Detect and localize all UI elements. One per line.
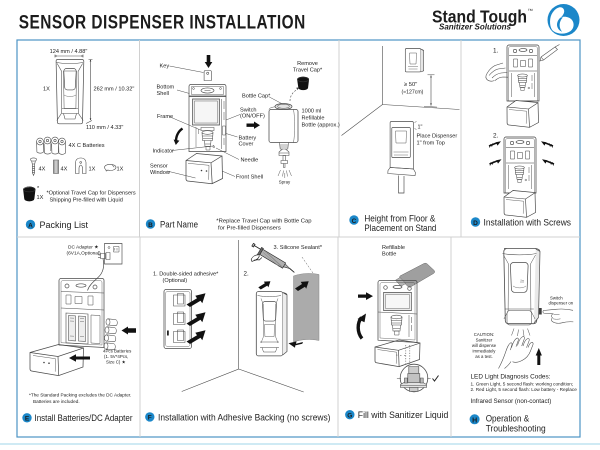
svg-text:(ON/OFF): (ON/OFF) [240,114,265,120]
svg-text:Bottle Cap*: Bottle Cap* [242,94,271,100]
svg-text:will dispense: will dispense [472,343,497,348]
svg-text:Indicator: Indicator [153,149,175,155]
svg-text:CAUTION:: CAUTION: [474,332,495,337]
svg-text:Shipping Pre-filled with Liqui: Shipping Pre-filled with Liquid [50,198,123,204]
svg-text:Window: Window [150,170,171,176]
svg-text:G: G [347,413,352,420]
svg-text:*The Standard Packing excludes: *The Standard Packing excludes the DC Ad… [29,393,131,398]
svg-text:Packing List: Packing List [40,220,89,230]
svg-text:(6V1A,Optional): (6V1A,Optional) [67,251,102,257]
svg-text:as a test.: as a test. [475,354,492,359]
svg-text:Part Name: Part Name [160,219,198,229]
svg-text:1X: 1X [37,195,44,201]
svg-text:1": 1" [418,125,423,131]
svg-text:1.: 1. [493,48,499,55]
svg-text:Install Batteries/DC Adapter: Install Batteries/DC Adapter [35,413,133,423]
svg-text:D: D [473,220,478,227]
svg-text:Bottom: Bottom [157,85,175,91]
svg-text:*Optional Travel Cap for Dispe: *Optional Travel Cap for Dispensers [47,191,136,197]
svg-text:Stand Tough: Stand Tough [432,7,527,27]
svg-text:Troubleshooting: Troubleshooting [486,424,546,434]
svg-text:262 mm / 10.32": 262 mm / 10.32" [94,87,135,93]
svg-text:3. Silicone Sealant*: 3. Silicone Sealant* [274,245,323,251]
svg-text:E: E [25,416,30,423]
svg-text:Size C) ★: Size C) ★ [106,360,126,365]
svg-text:H: H [472,417,477,424]
svg-text:1. Green Light, 5 second flash: 1. Green Light, 5 second flash: working … [471,382,574,387]
svg-text:C: C [352,218,357,225]
svg-text:Bottle (approx.): Bottle (approx.) [302,123,340,129]
svg-text:Needle: Needle [241,158,259,164]
svg-text:4X C Batteries: 4X C Batteries [69,143,105,149]
svg-text:for Pre-filled Dispensers: for Pre-filled Dispensers [218,226,281,232]
svg-text:(≈127cm): (≈127cm) [402,90,424,96]
svg-text:2.: 2. [244,271,249,278]
svg-text:4X: 4X [61,167,68,173]
svg-text:4Pcs Batteries: 4Pcs Batteries [103,349,132,354]
svg-text:4X: 4X [39,167,46,173]
svg-text:Fill with Sanitizer Liquid: Fill with Sanitizer Liquid [358,410,449,420]
svg-text:Switch: Switch [240,108,256,114]
svg-text:Installation with Adhesive Bac: Installation with Adhesive Backing (no s… [158,412,331,422]
svg-text:Placement on Stand: Placement on Stand [364,223,436,233]
svg-text:dispenser on: dispenser on [549,301,574,306]
svg-text:Height from Floor &: Height from Floor & [364,214,435,224]
svg-text:F: F [148,415,152,422]
svg-text:2.: 2. [493,133,499,140]
svg-text:*: * [37,186,40,192]
svg-text:2. Red Light, 5 second flash:: 2. Red Light, 5 second flash: Low batter… [471,387,578,392]
svg-text:Operation &: Operation & [486,413,530,423]
svg-text:Sanitizer Solutions: Sanitizer Solutions [439,23,512,32]
svg-text:Refillable: Refillable [382,245,405,251]
svg-text:(Optional): (Optional) [163,278,188,284]
svg-text:Cover: Cover [239,142,254,148]
svg-text:(1. 5V*4Pcs,: (1. 5V*4Pcs, [104,354,128,359]
svg-text:124 mm / 4.88": 124 mm / 4.88" [50,49,88,55]
svg-text:Remove: Remove [297,61,318,67]
svg-text:DC Adapter ★: DC Adapter ★ [68,245,99,251]
svg-text:A: A [28,222,33,229]
svg-text:™: ™ [528,9,534,15]
svg-text:Shell: Shell [157,91,169,97]
svg-text:immediately: immediately [473,349,497,354]
svg-text:LED Light Diagnosis Codes:: LED Light Diagnosis Codes: [471,374,551,381]
svg-text:Battery: Battery [239,136,257,142]
svg-text:Sensor: Sensor [150,164,168,170]
svg-text:1" from Top: 1" from Top [417,141,445,147]
svg-text:Switch: Switch [550,296,563,301]
svg-text:≥ 50": ≥ 50" [404,82,417,88]
svg-text:Travel Cap*: Travel Cap* [293,68,323,74]
svg-text:Front Shell: Front Shell [236,175,263,181]
svg-text:Bottle: Bottle [382,252,396,258]
svg-text:Frame: Frame [157,114,173,120]
svg-text:Key: Key [160,64,170,70]
svg-text:Infrared Sensor (non-contact): Infrared Sensor (non-contact) [471,398,552,405]
svg-text:1000 ml: 1000 ml [302,109,322,115]
svg-text:Spray: Spray [279,180,291,185]
svg-text:Sanitizer: Sanitizer [476,338,493,343]
svg-text:Installation with Screws: Installation with Screws [484,217,572,227]
svg-text:Place Dispenser: Place Dispenser [417,134,458,140]
svg-text:SENSOR DISPENSER INSTALLATION: SENSOR DISPENSER INSTALLATION [19,11,306,33]
svg-text:Refillable: Refillable [302,116,325,122]
svg-text:Batteries are included.: Batteries are included. [33,399,80,404]
svg-text:110 mm / 4.33": 110 mm / 4.33" [86,125,123,131]
svg-text:1. Double-sided adhesive*: 1. Double-sided adhesive* [153,272,219,278]
svg-text:1X: 1X [43,87,50,93]
svg-text:B: B [148,222,153,229]
svg-text:*Replace Travel Cap with Bottl: *Replace Travel Cap with Bottle Cap [216,219,312,225]
svg-text:1X: 1X [89,167,96,173]
svg-text:1X: 1X [117,167,124,173]
